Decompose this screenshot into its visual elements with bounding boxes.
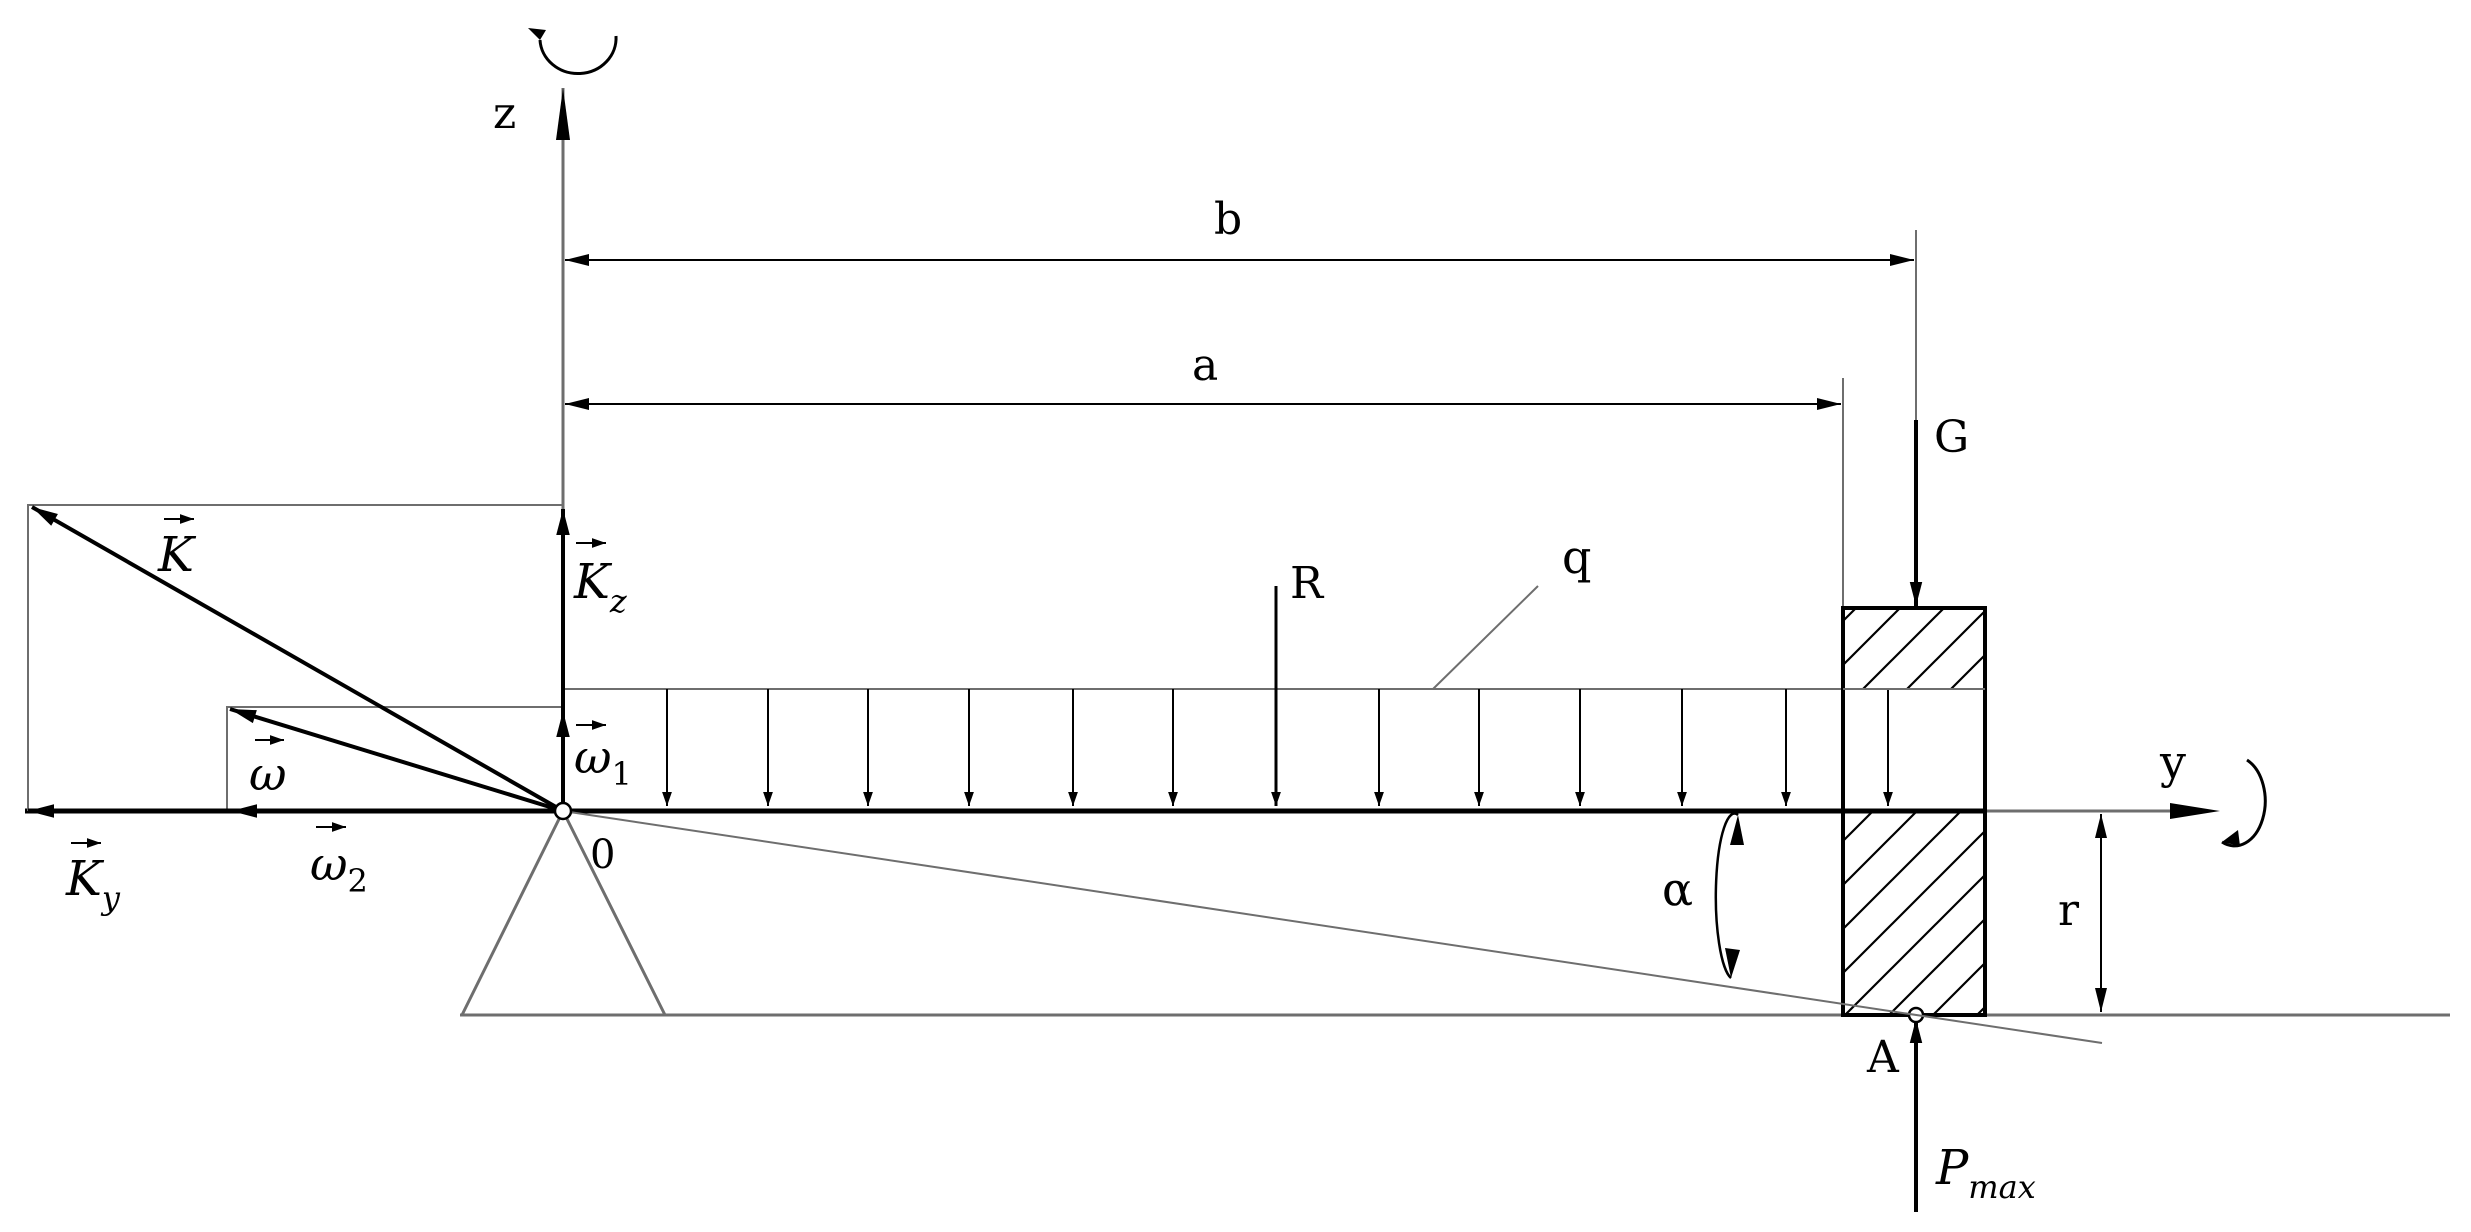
- vector-ky-label: Ky: [65, 851, 121, 917]
- contact-point-label: A: [1866, 1032, 1900, 1083]
- k-construction-lines: [27, 504, 563, 811]
- pivot-support: [460, 810, 667, 1016]
- origin-label: 0: [590, 832, 615, 878]
- y-axis-label: y: [2159, 735, 2186, 789]
- z-rotation-arc: [528, 28, 618, 75]
- dimension-r-label: r: [2058, 885, 2080, 936]
- dimension-b: [565, 230, 1917, 608]
- vector-k-label: K: [157, 527, 197, 583]
- alpha-label: α: [1662, 862, 1693, 916]
- dimension-a-label: a: [1192, 340, 1218, 391]
- vector-k: [31, 505, 564, 813]
- weight-label-g: G: [1934, 412, 1969, 463]
- dimension-b-label: b: [1214, 194, 1242, 245]
- max-pressure-label: Pmax: [1935, 1140, 2036, 1206]
- y-rotation-arc: [2221, 758, 2267, 848]
- z-axis-label: z: [493, 88, 516, 139]
- y-axis: [1985, 803, 2220, 819]
- vector-omega: [229, 707, 564, 813]
- vector-omega2-label: ω2: [310, 837, 368, 900]
- omega-construction-lines: [226, 706, 563, 811]
- load-label-q: q: [1562, 530, 1591, 584]
- vector-omega-label: ω: [249, 747, 287, 801]
- origin-point: [553, 801, 573, 821]
- roller-block: [1841, 606, 1987, 1017]
- vector-omega1-label: ω1: [574, 730, 632, 793]
- alpha-angle-arc: [1714, 812, 1744, 979]
- inclined-line: [562, 810, 2103, 1044]
- resultant-label-r: R: [1290, 558, 1325, 609]
- vector-hat-marks: [71, 514, 606, 848]
- dimension-a: [565, 378, 1844, 608]
- vector-kz-label: Kz: [573, 554, 628, 620]
- distributed-load-q: [563, 585, 1893, 806]
